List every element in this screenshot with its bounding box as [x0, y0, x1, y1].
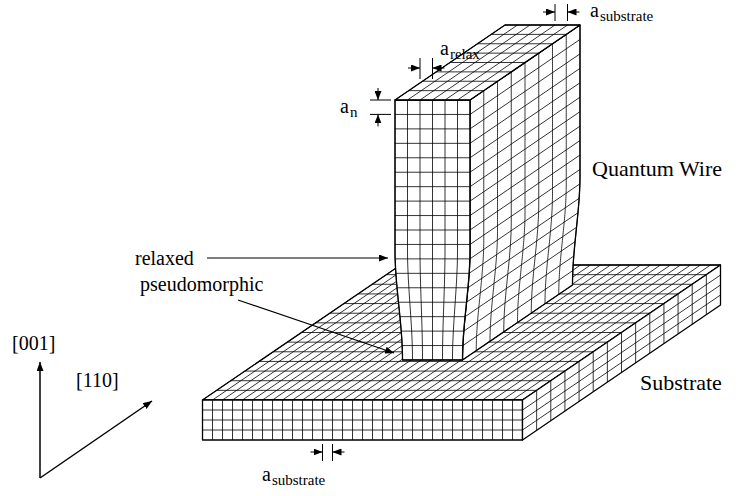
lattice-line — [395, 172, 470, 173]
lattice-line — [395, 114, 470, 115]
lattice-line — [395, 230, 470, 231]
lattice-line — [396, 273, 469, 274]
lattice-line — [397, 287, 468, 288]
lattice-line — [395, 100, 470, 101]
lattice-line — [523, 295, 721, 430]
lattice-symbol: a — [340, 96, 349, 116]
lattice-line — [395, 244, 470, 245]
lattice-line — [401, 331, 464, 332]
lattice-line — [445, 25, 555, 100]
lattice-line — [395, 258, 470, 259]
lattice-line — [395, 186, 470, 187]
dimension-arrow — [333, 452, 345, 453]
dimension-tick — [370, 114, 391, 115]
lattice-line — [395, 215, 470, 216]
lattice-line — [450, 62, 525, 63]
lattice-line — [203, 420, 523, 421]
part-label: Quantum Wire — [592, 158, 722, 180]
leader-arrow — [238, 300, 394, 353]
lattice-line — [409, 90, 484, 91]
substrate-front — [203, 400, 523, 440]
lattice-line — [398, 302, 466, 303]
lattice-line — [559, 34, 567, 294]
lattice-line — [573, 25, 581, 285]
lattice-line — [395, 128, 470, 129]
lattice-line — [478, 43, 553, 44]
subscript: substrate — [600, 9, 653, 24]
lattice-line — [433, 25, 543, 100]
lattice-symbol: a — [440, 38, 449, 58]
lattice-line — [395, 157, 470, 158]
lattice-line — [203, 410, 523, 411]
lattice-line — [518, 63, 526, 323]
dimension-arrow — [433, 68, 445, 69]
region-label: pseudomorphic — [140, 274, 263, 294]
lattice-line — [545, 44, 553, 304]
lattice-line — [259, 361, 579, 362]
dimension-arrow — [408, 68, 420, 69]
lattice-symbol: a — [262, 464, 271, 484]
dimension-arrow — [568, 12, 580, 13]
lattice-line — [423, 81, 498, 82]
lattice-line — [231, 380, 551, 381]
axis-label: [001] — [12, 333, 55, 353]
dimension-arrow — [311, 452, 323, 453]
axis-arrow — [39, 362, 41, 478]
axis-label: [110] — [76, 370, 119, 390]
lattice-line — [403, 360, 463, 361]
lattice-line — [505, 25, 580, 26]
lattice-line — [395, 100, 470, 101]
lattice-line — [476, 91, 484, 351]
part-label: Substrate — [640, 372, 722, 394]
lattice-line — [245, 371, 565, 372]
dimension-tick — [370, 100, 391, 101]
dimension-arrow — [543, 12, 555, 13]
lattice-line — [504, 72, 512, 332]
subscript: n — [350, 105, 358, 120]
lattice-symbol: a — [590, 0, 599, 20]
wire-front-face — [395, 100, 470, 360]
region-label: relaxed — [135, 248, 194, 268]
lattice-line — [531, 53, 539, 313]
lattice-line — [402, 345, 463, 346]
dimension-arrow — [378, 114, 379, 126]
lattice-line — [395, 201, 470, 202]
lattice-line — [491, 34, 566, 35]
lattice-line — [523, 285, 721, 420]
lattice-line — [217, 390, 537, 391]
lattice-line — [490, 81, 498, 341]
subscript: substrate — [272, 473, 325, 488]
dimension-arrow — [378, 88, 379, 100]
wire-top-face — [395, 25, 580, 100]
lattice-line — [395, 143, 470, 144]
lattice-line — [436, 71, 511, 72]
lattice-line — [420, 25, 530, 100]
lattice-line — [400, 316, 465, 317]
lattice-line — [203, 430, 523, 431]
axis-arrow — [40, 401, 152, 478]
subscript: relax — [450, 47, 480, 62]
leader-arrow — [207, 257, 388, 258]
